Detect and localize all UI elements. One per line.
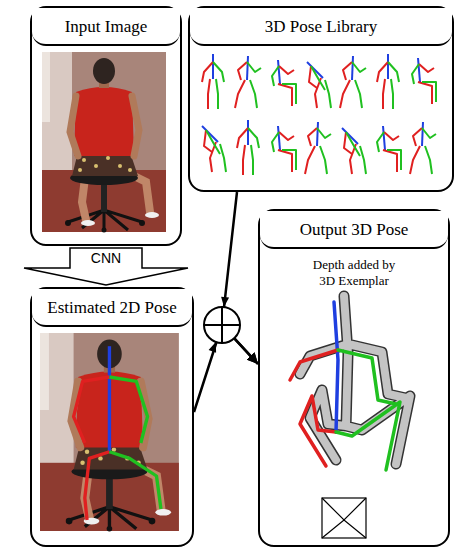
- spine: [334, 302, 338, 432]
- panel-note: Depth added by 3D Exemplar: [308, 257, 400, 288]
- right-limbs: [290, 350, 338, 466]
- panel-title: Output 3D Pose: [260, 211, 448, 249]
- input-photo: [42, 52, 166, 233]
- panel-box: Input Image: [30, 6, 182, 246]
- block-arrow: [24, 248, 188, 285]
- stick-figure: [377, 126, 401, 172]
- pose-3d: [290, 296, 410, 470]
- edge-label: CNN: [91, 250, 121, 266]
- stick-figure: [377, 54, 399, 109]
- plus-circle: [204, 307, 240, 343]
- pose-library: [202, 54, 436, 175]
- panel-box: Output 3D PoseDepth added by 3D Exemplar: [258, 209, 450, 547]
- stick-figure: [202, 126, 226, 172]
- stick-figure: [235, 56, 261, 108]
- panel-title: Estimated 2D Pose: [32, 289, 192, 327]
- plus-cross: [204, 307, 240, 343]
- stick-figure: [340, 56, 366, 108]
- stick-figure: [410, 122, 436, 174]
- camera-icon: [322, 498, 366, 538]
- panel-box: 3D Pose Library: [188, 6, 454, 192]
- stick-figure: [305, 122, 331, 174]
- stick-figure: [307, 62, 331, 108]
- arrowhead: [209, 342, 217, 353]
- panel-title: Input Image: [32, 8, 180, 46]
- estimated-photo: [40, 333, 179, 532]
- stick-figure: [272, 60, 296, 106]
- stick-figure: [237, 120, 259, 175]
- left-limbs: [336, 350, 400, 470]
- stick-figure: [342, 128, 366, 174]
- panel-box: Estimated 2D Pose: [30, 287, 194, 547]
- stick-figure: [202, 54, 224, 109]
- panel-title: 3D Pose Library: [190, 8, 452, 46]
- pose-2d-overlay: [74, 346, 161, 520]
- arrowhead: [221, 297, 229, 307]
- stick-figure: [412, 58, 436, 104]
- stick-figure: [272, 126, 296, 172]
